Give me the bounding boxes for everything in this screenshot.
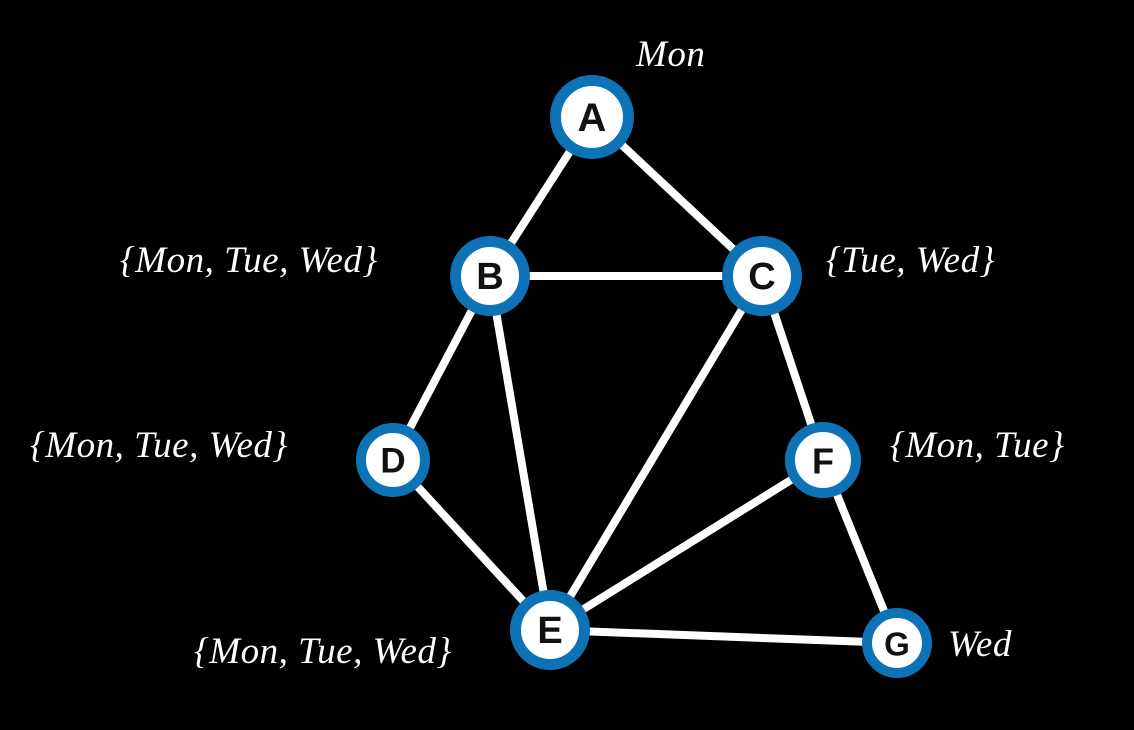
graph-node-a[interactable]: A <box>550 75 634 159</box>
graph-node-f[interactable]: F <box>785 422 861 498</box>
node-letter-f: F <box>812 441 834 482</box>
node-letter-b: B <box>476 256 503 298</box>
node-letter-c: C <box>748 256 775 298</box>
node-circle-f <box>785 422 861 498</box>
domain-label-d: {Mon, Tue, Wed} <box>30 425 288 466</box>
node-circle-c <box>722 236 802 316</box>
graph-node-b[interactable]: B <box>450 236 530 316</box>
node-letter-d: D <box>380 442 405 481</box>
edge-e-f <box>547 456 826 634</box>
domain-label-e: {Mon, Tue, Wed} <box>194 631 452 672</box>
domain-label-f: {Mon, Tue} <box>890 425 1065 466</box>
domain-label-a: Mon <box>636 34 706 75</box>
domain-label-b: {Mon, Tue, Wed} <box>120 240 378 281</box>
edges-group <box>389 114 901 647</box>
edge-c-e <box>546 273 766 633</box>
edge-b-e <box>486 275 554 631</box>
graph-node-g[interactable]: G <box>862 608 932 678</box>
domain-label-g: Wed <box>948 624 1012 665</box>
nodes-group: A B C D E F G <box>356 75 932 678</box>
node-circle-d <box>356 423 430 497</box>
domain-label-c: {Tue, Wed} <box>826 240 995 281</box>
node-circle-b <box>450 236 530 316</box>
graph-node-e[interactable]: E <box>510 590 590 670</box>
edge-e-g <box>549 626 898 647</box>
graph-node-c[interactable]: C <box>722 236 802 316</box>
node-circle-e <box>510 590 590 670</box>
node-circle-g <box>862 608 932 678</box>
node-letter-a: A <box>578 96 607 140</box>
node-letter-e: E <box>537 610 562 652</box>
node-letter-g: G <box>884 626 910 663</box>
node-circle-a <box>550 75 634 159</box>
graph-node-d[interactable]: D <box>356 423 430 497</box>
